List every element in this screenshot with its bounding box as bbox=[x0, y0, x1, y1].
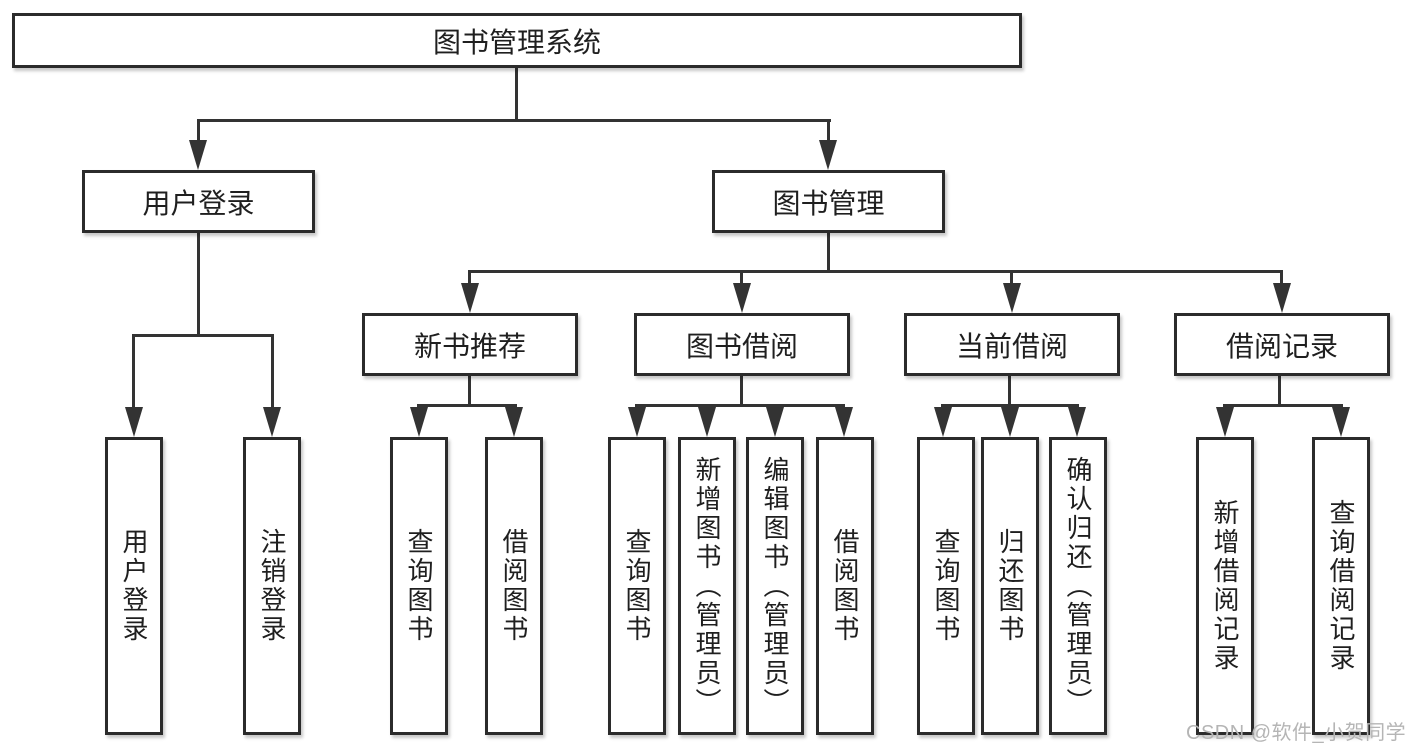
arrow-down-icon bbox=[125, 407, 143, 437]
leaf-logout-login: 注销登录 bbox=[243, 437, 301, 735]
leaf-user-login: 用户登录 bbox=[105, 437, 163, 735]
connector-line bbox=[1280, 270, 1283, 286]
arrow-down-icon bbox=[819, 140, 837, 170]
connector-line bbox=[827, 119, 830, 144]
node-user-login: 用户登录 bbox=[82, 170, 315, 233]
connector-line bbox=[941, 404, 1079, 407]
leaf-return-books: 归还图书 bbox=[981, 437, 1039, 735]
connector-line bbox=[197, 233, 200, 336]
leaf-edit-books-admin: 编辑图书（管理员） bbox=[746, 437, 804, 735]
connector-line bbox=[515, 68, 518, 121]
node-book-borrow: 图书借阅 bbox=[634, 313, 850, 376]
node-root: 图书管理系统 bbox=[12, 13, 1022, 68]
connector-line bbox=[1278, 376, 1281, 407]
connector-line bbox=[132, 334, 274, 337]
arrow-down-icon bbox=[189, 140, 207, 170]
arrow-down-icon bbox=[1216, 407, 1234, 437]
arrow-down-icon bbox=[1273, 283, 1291, 313]
connector-line bbox=[468, 270, 1283, 273]
leaf-borrow-books: 借阅图书 bbox=[816, 437, 874, 735]
connector-line bbox=[740, 270, 743, 286]
arrow-down-icon bbox=[934, 407, 952, 437]
arrow-down-icon bbox=[1003, 283, 1021, 313]
node-borrow-records: 借阅记录 bbox=[1174, 313, 1390, 376]
connector-line bbox=[271, 334, 274, 410]
connector-line bbox=[635, 404, 845, 407]
leaf-borrow-books-recommend: 借阅图书 bbox=[485, 437, 543, 735]
connector-line bbox=[1223, 404, 1343, 407]
connector-line bbox=[468, 376, 471, 407]
arrow-down-icon bbox=[733, 283, 751, 313]
arrow-down-icon bbox=[1332, 407, 1350, 437]
connector-line bbox=[1010, 270, 1013, 286]
leaf-query-books-borrow: 查询图书 bbox=[608, 437, 666, 735]
arrow-down-icon bbox=[505, 407, 523, 437]
leaf-query-borrow-record: 查询借阅记录 bbox=[1312, 437, 1370, 735]
leaf-add-borrow-record: 新增借阅记录 bbox=[1196, 437, 1254, 735]
leaf-confirm-return-admin: 确认归还（管理员） bbox=[1049, 437, 1107, 735]
connector-line bbox=[827, 233, 830, 273]
watermark-text: CSDN @软件_小贺同学 bbox=[1186, 722, 1405, 744]
connector-line bbox=[197, 119, 831, 122]
arrow-down-icon bbox=[698, 407, 716, 437]
arrow-down-icon bbox=[1001, 407, 1019, 437]
node-book-management: 图书管理 bbox=[712, 170, 945, 233]
arrow-down-icon bbox=[628, 407, 646, 437]
node-new-book-recommend: 新书推荐 bbox=[362, 313, 578, 376]
arrow-down-icon bbox=[461, 283, 479, 313]
connector-line bbox=[197, 119, 200, 144]
node-current-borrow: 当前借阅 bbox=[904, 313, 1120, 376]
connector-line bbox=[740, 376, 743, 407]
connector-line bbox=[468, 270, 471, 286]
arrow-down-icon bbox=[263, 407, 281, 437]
arrow-down-icon bbox=[1068, 407, 1086, 437]
arrow-down-icon bbox=[766, 407, 784, 437]
connector-line bbox=[132, 334, 135, 410]
leaf-query-books-current: 查询图书 bbox=[917, 437, 975, 735]
leaf-add-books-admin: 新增图书（管理员） bbox=[678, 437, 736, 735]
arrow-down-icon bbox=[835, 407, 853, 437]
leaf-query-books-recommend: 查询图书 bbox=[390, 437, 448, 735]
arrow-down-icon bbox=[410, 407, 428, 437]
connector-line bbox=[417, 404, 517, 407]
connector-line bbox=[1008, 376, 1011, 407]
